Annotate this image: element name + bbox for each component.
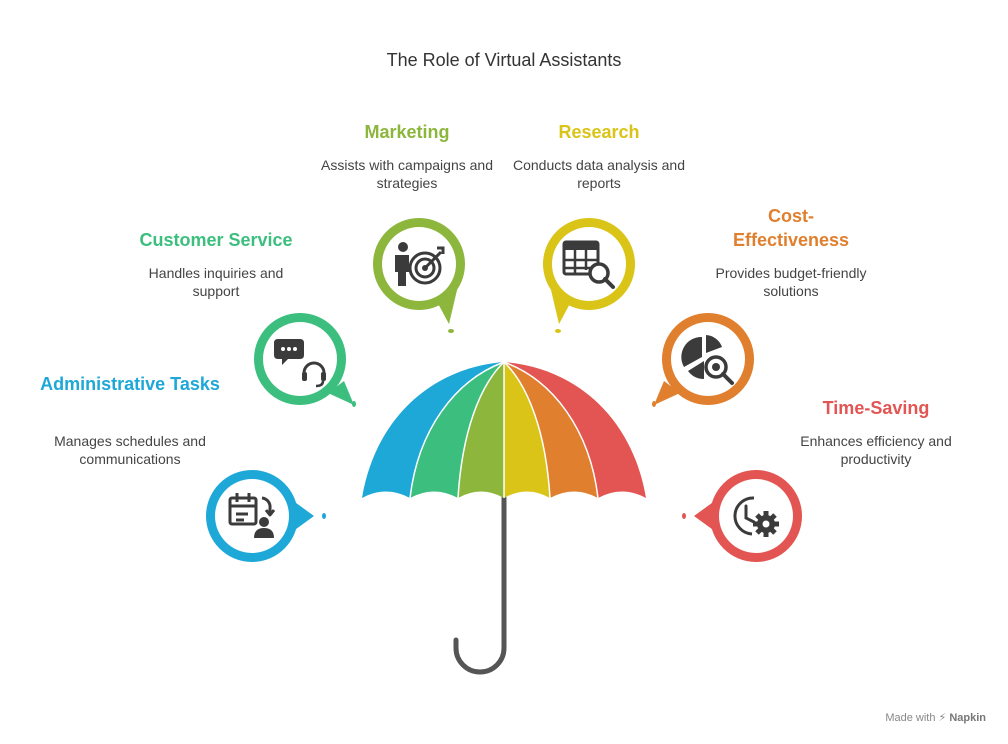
admin-desc: Manages schedules and communications [54, 433, 206, 467]
footer-credit[interactable]: Made with ⚡ Napkin [885, 711, 986, 724]
napkin-logo-icon: ⚡ [938, 712, 947, 724]
clock-gear-icon [733, 496, 779, 537]
marketing-desc: Assists with campaigns and strategies [321, 157, 493, 191]
chat-headset-icon [274, 339, 326, 388]
bubble-administrative [206, 470, 314, 562]
footer-brand: Napkin [949, 712, 986, 724]
umbrella-handle [453, 495, 507, 675]
time-heading: Time-Saving [822, 398, 930, 418]
droplets [322, 329, 686, 519]
bubble-marketing [373, 218, 465, 324]
cost-desc: Provides budget-friendly solutions [715, 265, 867, 299]
canopy-panel-research [504, 362, 550, 498]
umbrella-canopy [362, 361, 646, 499]
bubble-time-saving [694, 470, 802, 562]
canopy-panel-admin [362, 362, 504, 498]
customer-desc: Handles inquiries and support [148, 265, 284, 299]
bubble-research [543, 218, 635, 324]
bubble-customer-service [254, 313, 354, 405]
marketing-heading: Marketing [364, 122, 450, 142]
page-title: The Role of Virtual Assistants [386, 50, 622, 70]
calendar-person-icon [228, 493, 276, 526]
admin-heading: Administrative Tasks [40, 374, 220, 394]
time-desc: Enhances efficiency and productivity [800, 433, 952, 467]
research-heading: Research [558, 122, 640, 142]
pie-magnifier-icon [681, 335, 734, 385]
cost-heading: Cost-Effectiveness [732, 206, 850, 250]
table-search-icon [562, 240, 615, 289]
person-target-icon [395, 242, 445, 286]
canopy-panel-marketing [458, 362, 504, 498]
canopy-panel-time [504, 362, 646, 498]
customer-heading: Customer Service [139, 230, 293, 250]
bubble-cost-effectiveness [654, 313, 754, 405]
footer-prefix: Made with [885, 712, 936, 724]
research-desc: Conducts data analysis and reports [513, 157, 685, 191]
